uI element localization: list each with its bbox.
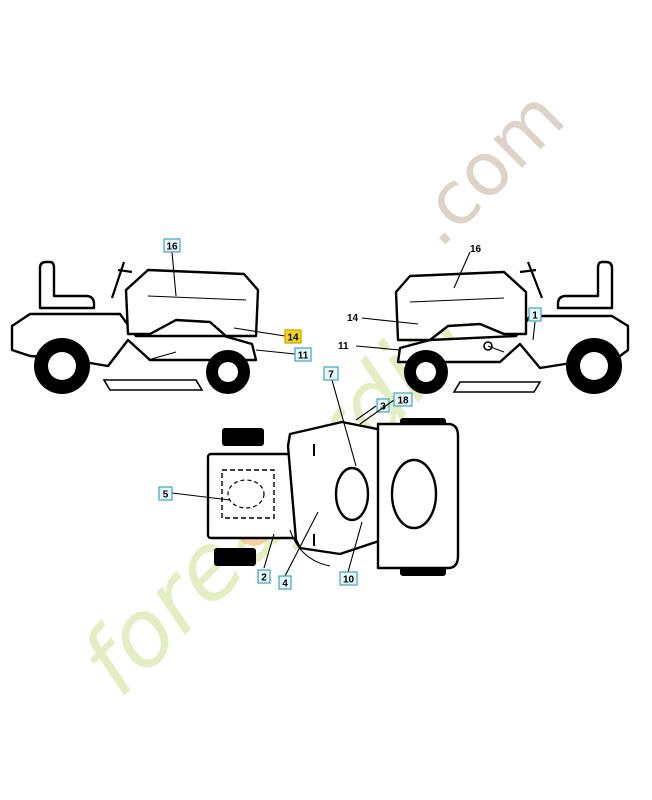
front-hub [218, 362, 238, 382]
deck-edge-top [289, 529, 331, 567]
right-side-view: 16 14 11 1 [338, 244, 630, 394]
callout-label-14-right: 14 [347, 313, 359, 324]
rear-tire-top-left [222, 428, 264, 446]
callout-box-7 [323, 366, 339, 381]
leader-16-left [171, 251, 177, 297]
callout-label-5: 5 [163, 490, 169, 501]
leader-14-right [361, 317, 419, 325]
front-hub-right [416, 362, 436, 382]
callout-box-4 [278, 575, 292, 590]
steering-column [110, 261, 133, 299]
callout-label-7: 7 [328, 370, 334, 381]
hood-line-right [409, 297, 505, 303]
leader-2 [263, 533, 275, 569]
lever [147, 351, 177, 361]
lever-right [487, 345, 505, 353]
watermark-domain-text: .com [392, 74, 581, 263]
callout-label-11-right: 11 [338, 341, 349, 352]
callout-box-5 [158, 486, 173, 501]
hood-grille-top [390, 458, 438, 530]
hood-outline-right [394, 270, 528, 342]
callout-label-16-left: 16 [166, 242, 178, 253]
callout-box-16-left [163, 238, 181, 253]
callout-box-1-right [528, 307, 542, 322]
leader-7 [331, 379, 357, 467]
callout-box-14-left [284, 329, 302, 344]
top-view: 7 3 18 5 2 4 10 [158, 366, 460, 590]
rear-tire-bottom-left [214, 548, 256, 566]
rear-hub [48, 352, 76, 380]
watermark: foreajardin .com [60, 74, 581, 716]
mower-deck-right [452, 381, 542, 393]
callout-label-2: 2 [261, 573, 267, 584]
callout-label-16-right: 16 [470, 244, 482, 255]
callout-box-11-left [294, 347, 312, 362]
seat-outline-right [556, 260, 614, 310]
seat-dashed-outline [227, 479, 265, 509]
seat-outline [38, 260, 96, 310]
callout-label-10: 10 [343, 575, 355, 586]
leader-3 [355, 405, 377, 421]
callout-box-10 [339, 571, 358, 586]
leader-1-right [532, 321, 536, 341]
leader-10 [347, 521, 363, 573]
leader-4 [284, 511, 319, 577]
callout-box-3 [376, 398, 390, 413]
steering-column-right [519, 261, 544, 299]
hood-outline [124, 268, 260, 338]
leader-11-left [255, 349, 296, 355]
leader-16-right [453, 251, 471, 289]
callout-label-18: 18 [397, 396, 409, 407]
rear-hub-right [580, 352, 608, 380]
callout-box-2 [257, 569, 271, 584]
callout-label-4: 4 [282, 579, 288, 590]
callout-label-1-right: 1 [532, 311, 538, 322]
leader-11-right [355, 345, 401, 351]
leader-5 [171, 492, 231, 501]
steering-wheel-top [334, 466, 370, 522]
callout-label-11-left: 11 [298, 351, 309, 362]
mower-deck [102, 379, 204, 391]
callout-box-18 [393, 392, 413, 407]
left-side-view: 16 14 11 [10, 238, 312, 394]
hood-line [147, 295, 247, 301]
callout-label-14-left: 14 [287, 333, 299, 344]
leader-14-left [233, 327, 286, 337]
leader-18 [359, 399, 395, 425]
decal-area-dashed [221, 469, 275, 519]
